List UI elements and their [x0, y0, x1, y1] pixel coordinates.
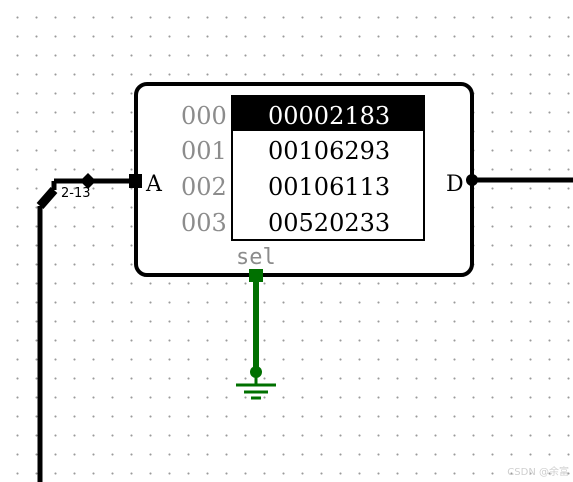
data-row-0[interactable]: 00002183 [268, 102, 390, 130]
port-a-label: A [145, 172, 163, 197]
data-table[interactable]: 00002183 00106293 00106113 00520233 [231, 95, 425, 241]
selected-row-highlight [233, 97, 423, 131]
address-2: 002 [181, 173, 227, 201]
data-row-3[interactable]: 00520233 [268, 209, 390, 237]
data-row-1[interactable]: 00106293 [268, 137, 390, 165]
address-0: 000 [181, 102, 227, 130]
splitter-diagonal[interactable] [36, 187, 58, 209]
data-row-2[interactable]: 00106113 [268, 173, 390, 201]
port-a-pin[interactable] [129, 174, 142, 188]
bus-label: 2-13 [61, 186, 91, 201]
select-wire-junction [250, 366, 262, 378]
address-1: 001 [181, 137, 227, 165]
address-3: 003 [181, 209, 227, 237]
watermark: CSDN @余富 [507, 467, 569, 478]
port-d-label: D [446, 172, 464, 197]
address-column: 000 001 002 003 [181, 102, 227, 237]
input-wire[interactable]: 2-13 [36, 173, 134, 482]
select-label: sel [236, 245, 276, 270]
ground-icon[interactable] [236, 376, 276, 400]
bus-junction-diamond [80, 173, 96, 189]
select-pin[interactable] [249, 269, 263, 282]
select-wire[interactable] [236, 269, 276, 400]
